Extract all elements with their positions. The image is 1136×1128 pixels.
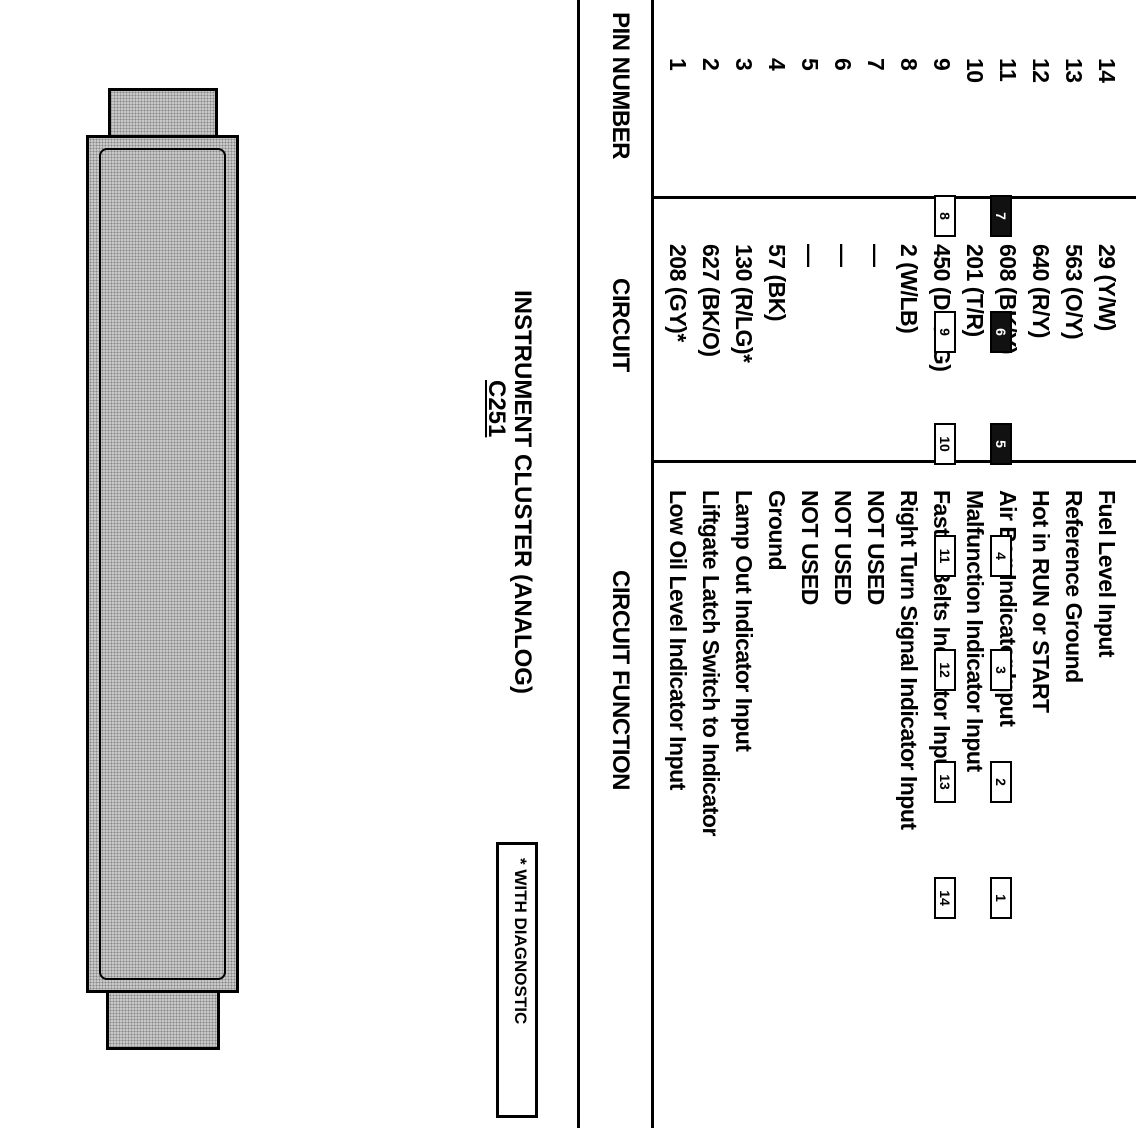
table-cell-function: Reference Ground: [1061, 490, 1087, 683]
table-cell-pin: 7: [863, 58, 889, 71]
pin-10: 10: [934, 423, 956, 465]
table-cell-pin: 5: [797, 58, 823, 71]
table-cell-circuit: 29 (Y/W): [1094, 244, 1120, 331]
table-cell-pin: 4: [764, 58, 790, 71]
table-cell-circuit: 2 (W/LB): [896, 244, 922, 334]
pin-11: 11: [934, 535, 956, 577]
header-circuit-function: CIRCUIT FUNCTION: [607, 570, 634, 790]
pin-8: 8: [934, 195, 956, 237]
table-cell-pin: 3: [731, 58, 757, 71]
table-cell-function: NOT USED: [863, 490, 889, 605]
pin-6: 6: [990, 311, 1012, 353]
table-cell-function: Low Oil Level Indicator Input: [665, 490, 691, 790]
table-cell-circuit: —: [797, 244, 823, 267]
connector-id: C251: [483, 380, 510, 438]
table-cell-function: Lamp Out Indicator Input: [731, 490, 757, 752]
header-circuit: CIRCUIT: [607, 278, 634, 372]
table-cell-function: NOT USED: [797, 490, 823, 605]
table-cell-function: NOT USED: [830, 490, 856, 605]
table-cell-pin: 6: [830, 58, 856, 71]
table-cell-circuit: 130 (R/LG)*: [731, 244, 757, 363]
table-cell-function: Fasten Belts Indicator Input: [929, 490, 955, 779]
connector-inner-outline: [99, 148, 226, 980]
table-cell-function: Fuel Level Input: [1094, 490, 1120, 658]
note-text: * WITH DIAGNOSTIC: [511, 858, 530, 1025]
pin-5: 5: [990, 423, 1012, 465]
pin-2: 2: [990, 761, 1012, 803]
header-pin-number: PIN NUMBER: [607, 12, 634, 160]
pin-7: 7: [990, 195, 1012, 237]
table-cell-pin: 11: [995, 58, 1021, 82]
pin-14: 14: [934, 877, 956, 919]
pin-13: 13: [934, 761, 956, 803]
table-cell-pin: 1: [665, 58, 691, 71]
table-cell-function: Right Turn Signal Indicator Input: [896, 490, 922, 830]
pin-1: 1: [990, 877, 1012, 919]
table-cell-circuit: 208 (GY)*: [665, 244, 691, 342]
table-cell-circuit: —: [830, 244, 856, 267]
table-cell-pin: 12: [1028, 58, 1054, 83]
table-cell-pin: 10: [962, 58, 988, 83]
table-header-rule: [651, 0, 654, 1128]
table-cell-circuit: 57 (BK): [764, 244, 790, 322]
table-cell-pin: 8: [896, 58, 922, 71]
table-cell-function: Malfunction Indicator Input: [962, 490, 988, 772]
table-cell-pin: 13: [1061, 58, 1087, 83]
pin-9: 9: [934, 311, 956, 353]
table-cell-circuit: 627 (BK/O): [698, 244, 724, 357]
table-cell-circuit: 563 (O/Y): [1061, 244, 1087, 340]
table-cell-circuit: 640 (R/Y): [1028, 244, 1054, 338]
connector-name: INSTRUMENT CLUSTER (ANALOG): [509, 290, 536, 694]
table-cell-pin: 14: [1094, 58, 1120, 83]
col-divider-1: [651, 196, 1136, 199]
table-right-rule: [577, 0, 580, 1128]
table-cell-function: Liftgate Latch Switch to Indicator: [698, 490, 724, 836]
table-cell-pin: 9: [929, 58, 955, 71]
pin-4: 4: [990, 535, 1012, 577]
col-divider-2: [651, 460, 1136, 463]
table-cell-function: Hot in RUN or START: [1028, 490, 1054, 713]
pin-12: 12: [934, 649, 956, 691]
table-cell-function: Ground: [764, 490, 790, 571]
pin-3: 3: [990, 649, 1012, 691]
table-cell-circuit: 201 (T/R): [962, 244, 988, 337]
table-cell-circuit: —: [863, 244, 889, 267]
table-cell-pin: 2: [698, 58, 724, 71]
